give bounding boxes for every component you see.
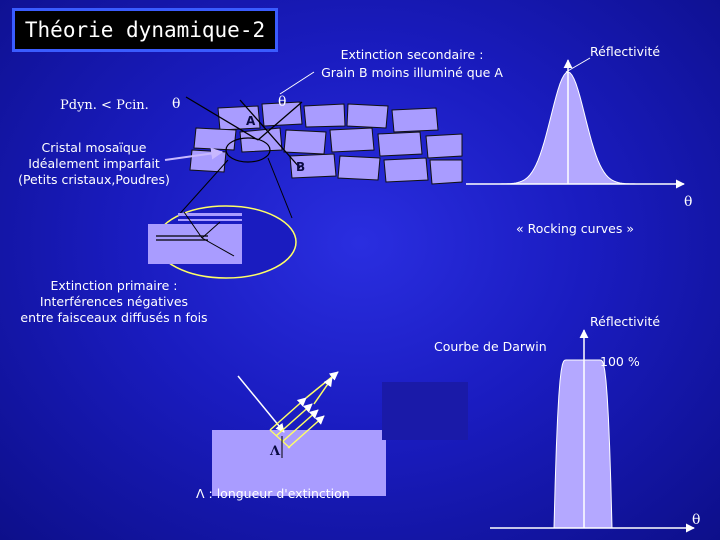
- darwin-curve: [553, 359, 613, 529]
- sec-line-1: Extinction secondaire :: [340, 47, 484, 62]
- diffracted-beam: [257, 101, 303, 141]
- bottom-incident: [237, 375, 285, 433]
- rocking-curves-label: « Rocking curves »: [516, 221, 634, 236]
- zoom-crystal: [148, 224, 242, 264]
- perfect-crystal: [212, 430, 386, 496]
- zoom-line-1: [175, 159, 229, 219]
- grain-a-label: A: [246, 114, 256, 128]
- pointer-sec: [279, 71, 315, 95]
- bottom-exit-2: [313, 377, 333, 405]
- zoom-plane-1: [178, 213, 242, 216]
- pdyn-label: Pdyn. < Pcin.: [60, 98, 149, 113]
- mosaic-line-2: Idéalement imparfait: [28, 156, 160, 171]
- bottom-diffracted-2: [275, 403, 313, 437]
- grain-ellipse: [225, 137, 271, 163]
- zoom-line-2: [267, 157, 293, 219]
- lambda-definition: Λ : longueur d'extinction: [196, 486, 350, 501]
- bottom-diffracted-3: [281, 409, 319, 443]
- theta-right: θ: [278, 94, 287, 110]
- prim-line-3: entre faisceaux diffusés n fois: [20, 310, 208, 325]
- hundred-percent-label: 100 %: [600, 354, 640, 369]
- zoom-plane-2: [178, 219, 242, 221]
- bottom-exit-1: [305, 371, 339, 399]
- bottom-diffracted-1: [269, 397, 307, 431]
- lambda-symbol: Λ: [270, 444, 281, 459]
- zoom-beam-3: [201, 237, 235, 257]
- dark-box: [382, 382, 468, 440]
- slide-title: Théorie dynamique-2: [12, 8, 278, 52]
- mosaic-line-1: Cristal mosaïque: [41, 140, 147, 155]
- mosaic-text: Cristal mosaïque Idéalement imparfait (P…: [4, 140, 184, 188]
- grain-b-label: B: [296, 160, 306, 174]
- bottom-diffracted-4: [287, 415, 325, 449]
- reflectivity-bottom-label: Réflectivité: [590, 314, 661, 329]
- prim-line-2: Interférences négatives: [39, 294, 189, 309]
- darwin-curve-label: Courbe de Darwin: [434, 339, 547, 354]
- prim-line-1: Extinction primaire :: [50, 278, 178, 293]
- theta-left: θ: [172, 96, 181, 112]
- secondary-extinction-text: Extinction secondaire : Grain B moins il…: [300, 46, 524, 82]
- mosaic-arrow: [164, 147, 224, 161]
- theta-axis-top: θ: [684, 194, 693, 210]
- zoom-beam-1: [183, 211, 203, 239]
- reflectivity-top-label: Réflectivité: [590, 44, 661, 59]
- pointer-refl: [565, 57, 591, 73]
- incident-beam-b: [239, 99, 301, 169]
- zoom-beam-2: [201, 221, 221, 239]
- mosaic-line-3: (Petits cristaux,Poudres): [18, 172, 170, 187]
- sec-line-2: Grain B moins illuminé que A: [321, 65, 503, 80]
- bottom-path: [269, 429, 291, 449]
- mosaic-grains: [189, 101, 463, 185]
- theta-axis-bottom: θ: [692, 512, 701, 528]
- incident-beam: [185, 96, 259, 141]
- primary-extinction-text: Extinction primaire : Interférences néga…: [4, 278, 224, 326]
